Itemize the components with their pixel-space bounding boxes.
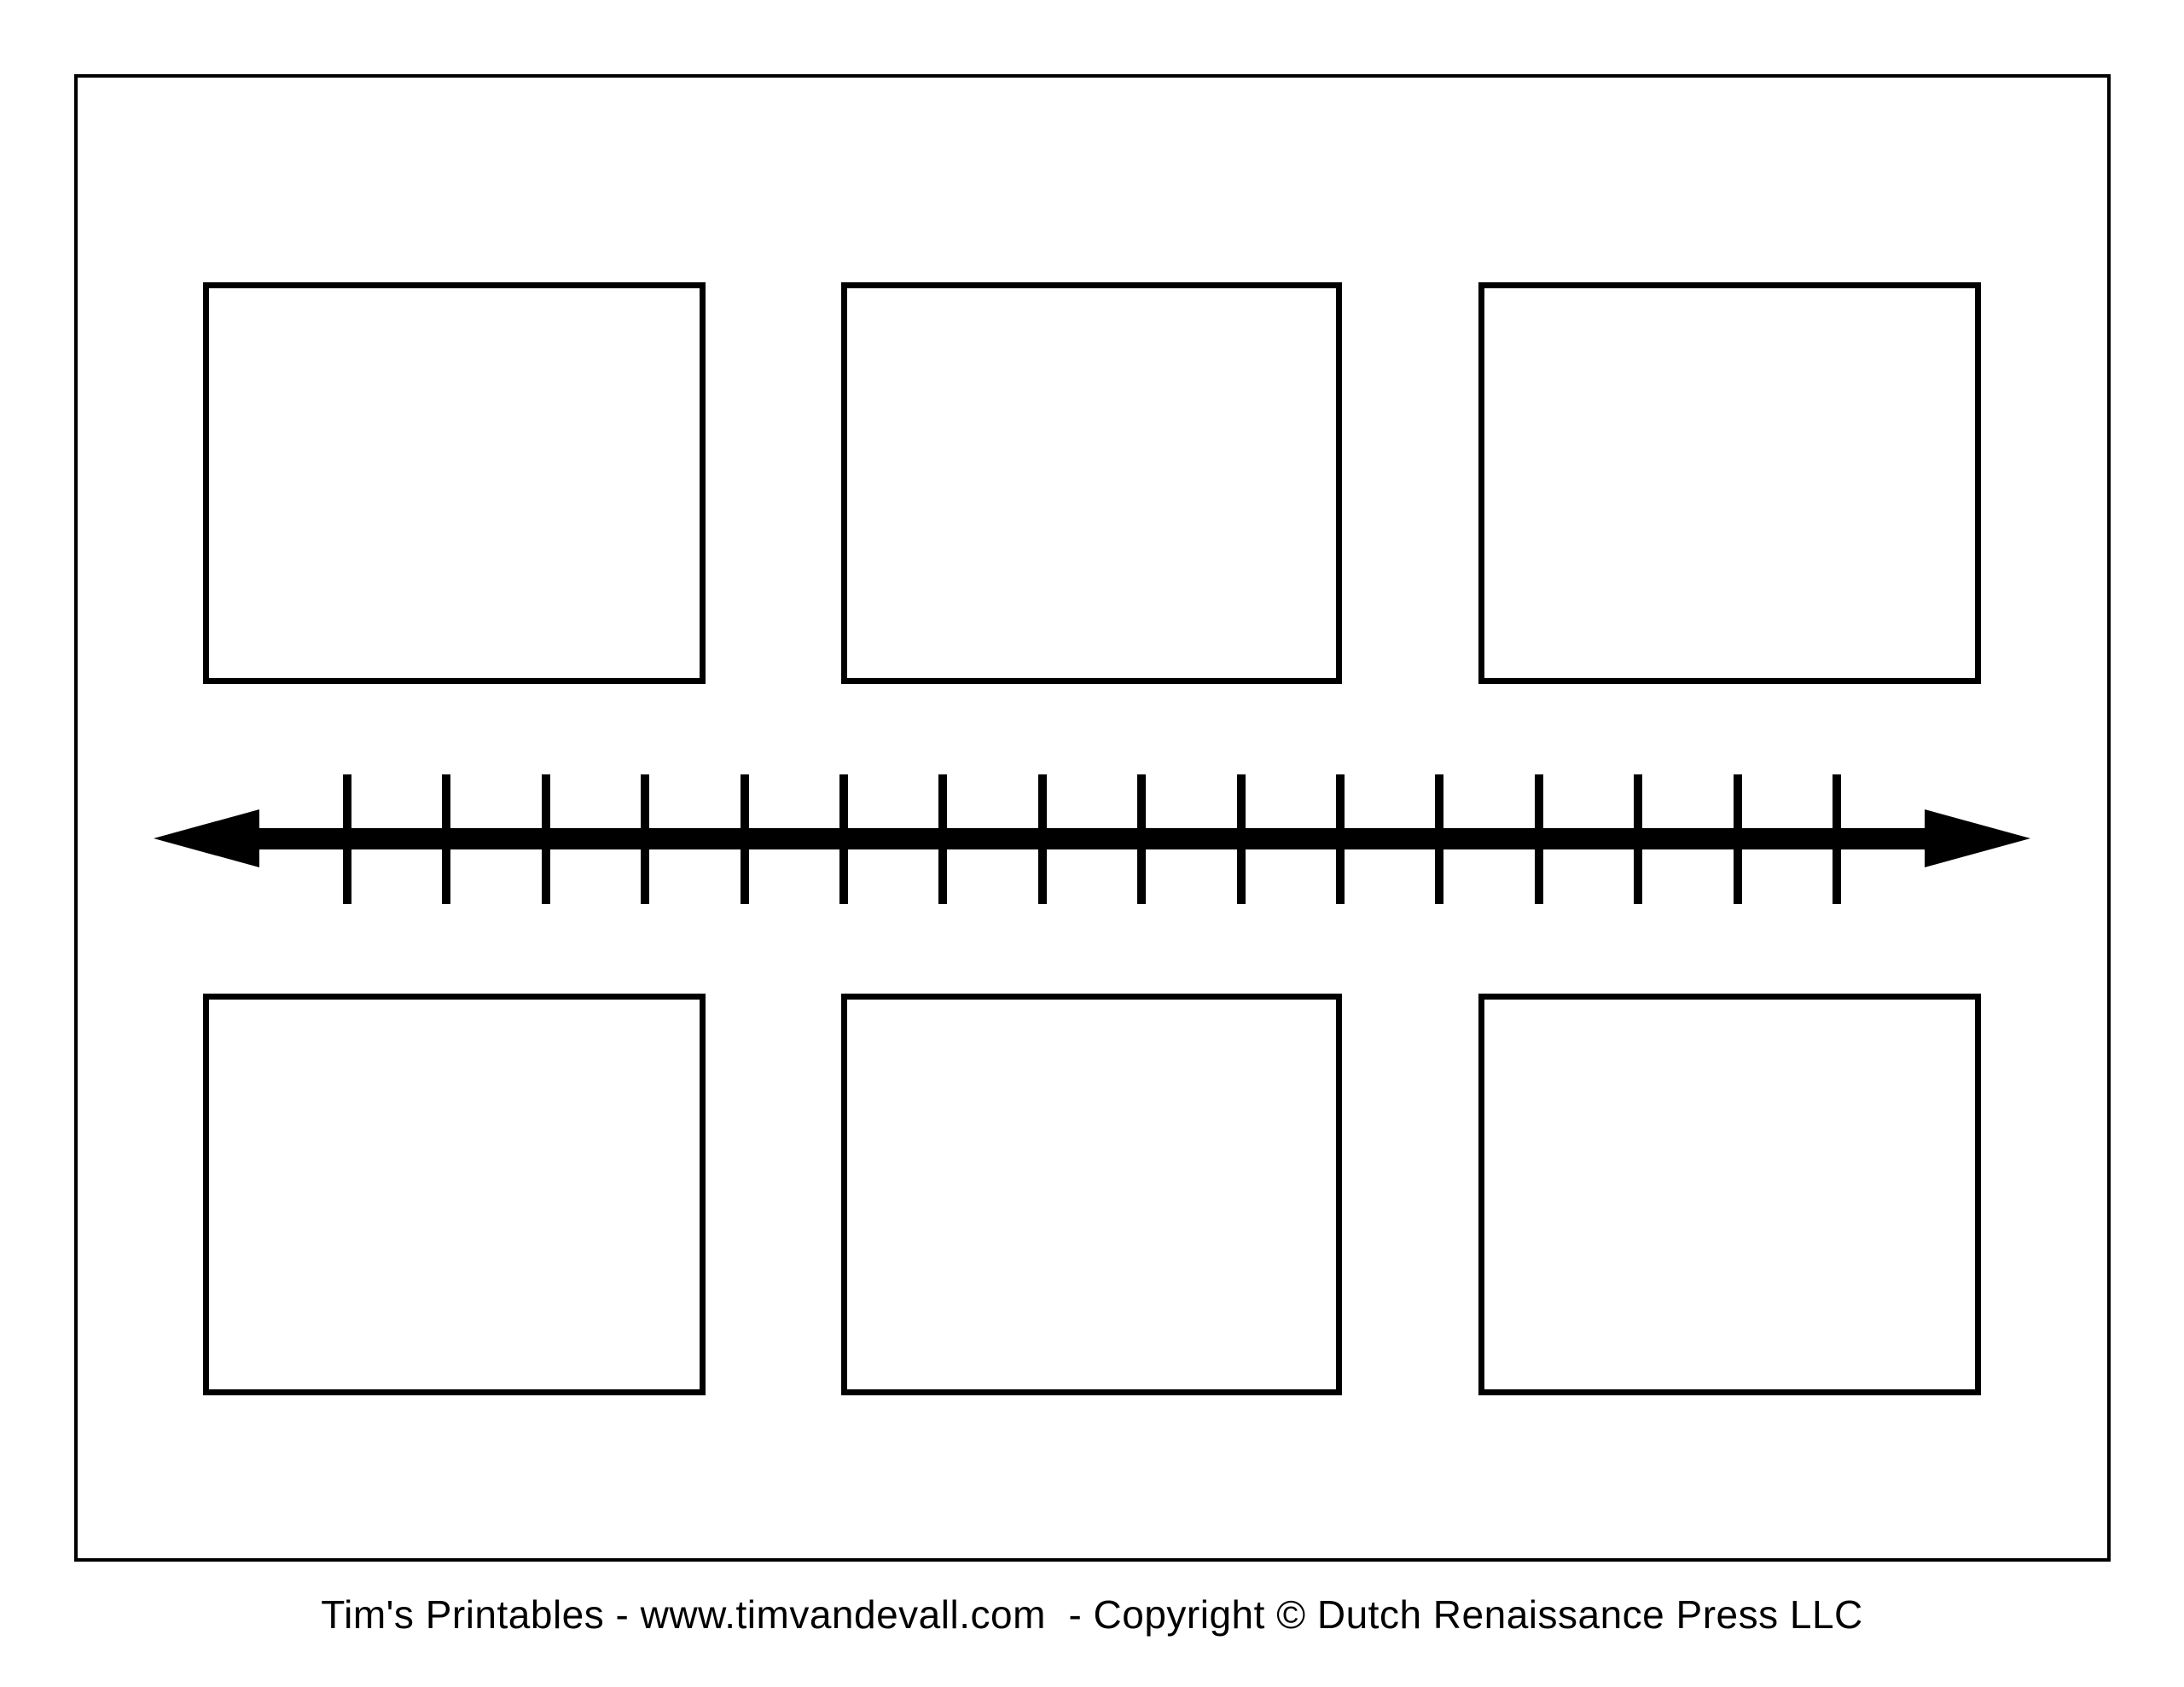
- timeline-arrowhead-right-icon: [1925, 809, 2030, 867]
- timeline-tick: [839, 774, 848, 904]
- event-box-bottom-2: [841, 994, 1342, 1395]
- timeline-tick: [1237, 774, 1246, 904]
- timeline-tick: [1336, 774, 1345, 904]
- timeline-tick: [938, 774, 947, 904]
- timeline-tick: [1734, 774, 1742, 904]
- event-box-bottom-3: [1478, 994, 1981, 1395]
- timeline-tick: [343, 774, 351, 904]
- timeline-tick: [1535, 774, 1543, 904]
- timeline-tick: [741, 774, 749, 904]
- event-box-top-1: [203, 282, 706, 684]
- timeline-arrowhead-left-icon: [154, 809, 259, 867]
- event-box-top-3: [1478, 282, 1981, 684]
- timeline-tick: [1833, 774, 1841, 904]
- timeline-tick: [542, 774, 550, 904]
- footer-credit: Tim's Printables - www.timvandevall.com …: [321, 1592, 1863, 1637]
- timeline-shaft: [256, 828, 1926, 849]
- timeline-tick: [1038, 774, 1047, 904]
- event-box-bottom-1: [203, 994, 706, 1395]
- timeline-tick: [1634, 774, 1642, 904]
- timeline-tick: [641, 774, 649, 904]
- event-box-top-2: [841, 282, 1342, 684]
- timeline-tick: [1435, 774, 1443, 904]
- page-border-frame: [74, 74, 2111, 1562]
- timeline-tick: [1137, 774, 1146, 904]
- timeline-tick: [442, 774, 450, 904]
